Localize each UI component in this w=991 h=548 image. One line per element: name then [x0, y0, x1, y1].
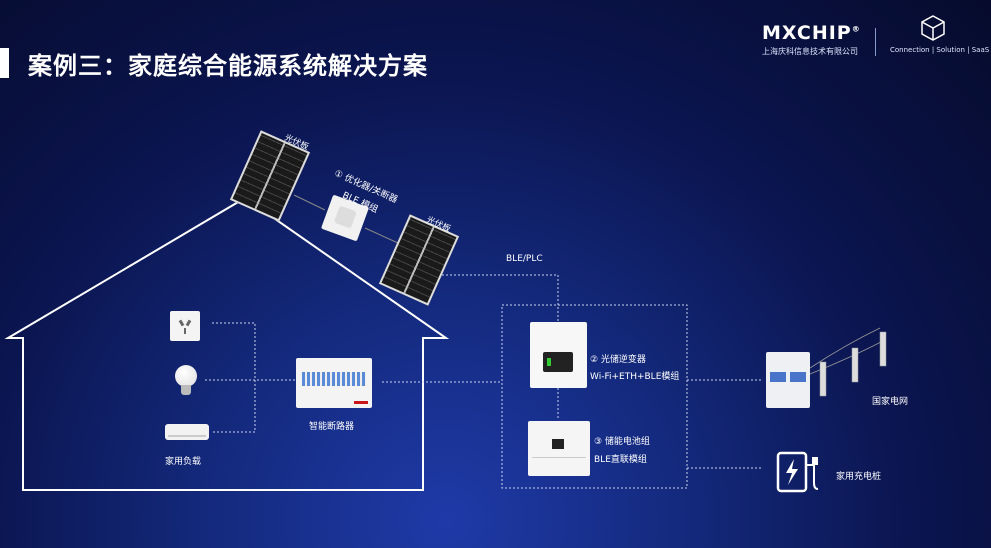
ble-plc-label: BLE/PLC	[506, 254, 543, 264]
optimizer-to-panel	[364, 227, 399, 244]
air-conditioner-device	[165, 424, 209, 440]
house-outline	[4, 196, 450, 491]
light-bulb-icon	[175, 365, 197, 397]
battery-label-2: BLE直联模组	[594, 455, 647, 465]
inverter-label-1: ② 光储逆变器	[590, 355, 646, 365]
socket-device	[170, 311, 200, 341]
brand-divider	[875, 28, 876, 56]
breaker-label: 智能断路器	[309, 422, 355, 432]
inverter-group-box	[501, 304, 688, 489]
battery-label-1: ③ 储能电池组	[594, 437, 650, 447]
brand-tagline: Connection | Solution | SaaS	[890, 46, 990, 54]
page-title: 案例三：家庭综合能源系统解决方案	[28, 52, 428, 80]
title-accent-bar	[0, 48, 9, 78]
ev-charger-icon	[776, 451, 819, 493]
panel-to-optimizer	[293, 194, 326, 211]
grid-label: 国家电网	[872, 397, 909, 407]
connector-panel-inverter	[442, 274, 559, 322]
grid-insulator-icon	[819, 331, 887, 397]
cube-logo-icon	[921, 15, 945, 41]
household-load-label: 家用负载	[165, 457, 202, 467]
company-name: 上海庆科信息技术有限公司	[762, 47, 858, 56]
smart-breaker-device	[296, 358, 372, 408]
battery-device	[528, 421, 590, 476]
inverter-label-2: Wi-Fi+ETH+BLE模组	[590, 372, 680, 382]
inverter-device	[530, 322, 587, 388]
charger-label: 家用充电桩	[836, 472, 882, 482]
electricity-meter-device	[766, 352, 810, 408]
connector-socket	[212, 322, 256, 433]
brand-logo: MXCHIP®	[762, 22, 861, 44]
